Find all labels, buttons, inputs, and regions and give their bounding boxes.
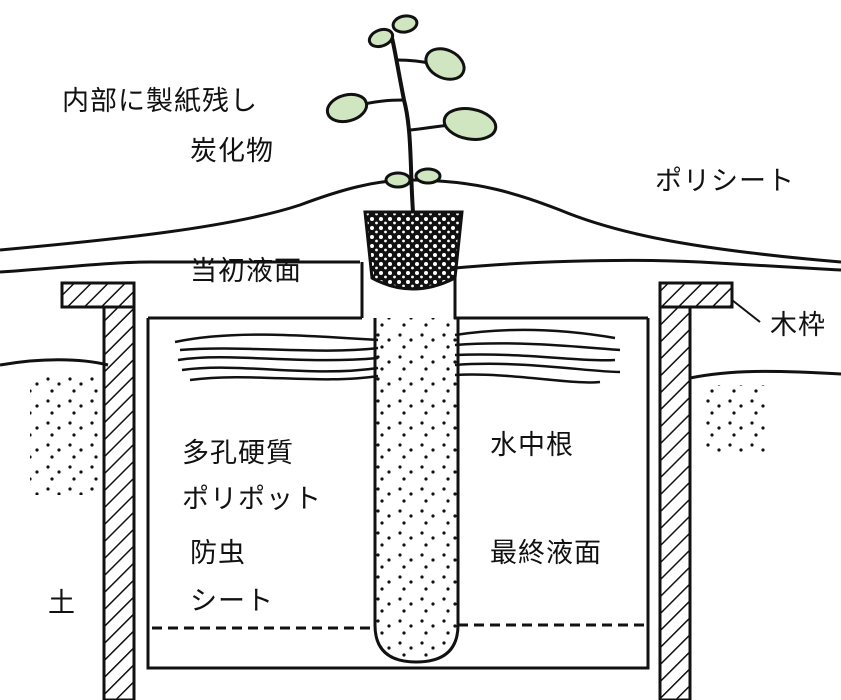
water-roots [174, 328, 621, 384]
plant-leaves [325, 14, 498, 189]
leader-line-frame [731, 299, 761, 323]
root-ball [363, 210, 464, 291]
label-insect-sheet: 防虫 [190, 538, 246, 569]
ground-right [689, 369, 841, 380]
poly-sheet-lower-line [0, 260, 360, 274]
label-initial-liquid-level: 当初液面 [190, 256, 302, 287]
wooden-frame-left [60, 281, 136, 700]
label-poly-pot: ポリポット [182, 484, 322, 515]
porous-pot [360, 262, 460, 664]
label-wooden-frame: 木枠 [770, 310, 826, 341]
label-porous-pot: 多孔硬質 [182, 438, 294, 469]
label-paper-residue: 内部に製紙残し [62, 86, 258, 117]
label-water-roots: 水中根 [490, 430, 574, 461]
label-carbonized: 炭化物 [190, 136, 274, 167]
label-final-liquid-level: 最終液面 [490, 538, 602, 569]
label-soil: 土 [48, 588, 76, 619]
soil-stipple-right [705, 385, 765, 455]
soil-stipple-left [30, 375, 98, 495]
basin-liner [146, 318, 650, 670]
wooden-frame-right [658, 281, 734, 700]
label-poly-sheet: ポリシート [655, 166, 795, 197]
ground-left [0, 358, 109, 367]
label-sheet: シート [190, 586, 274, 617]
